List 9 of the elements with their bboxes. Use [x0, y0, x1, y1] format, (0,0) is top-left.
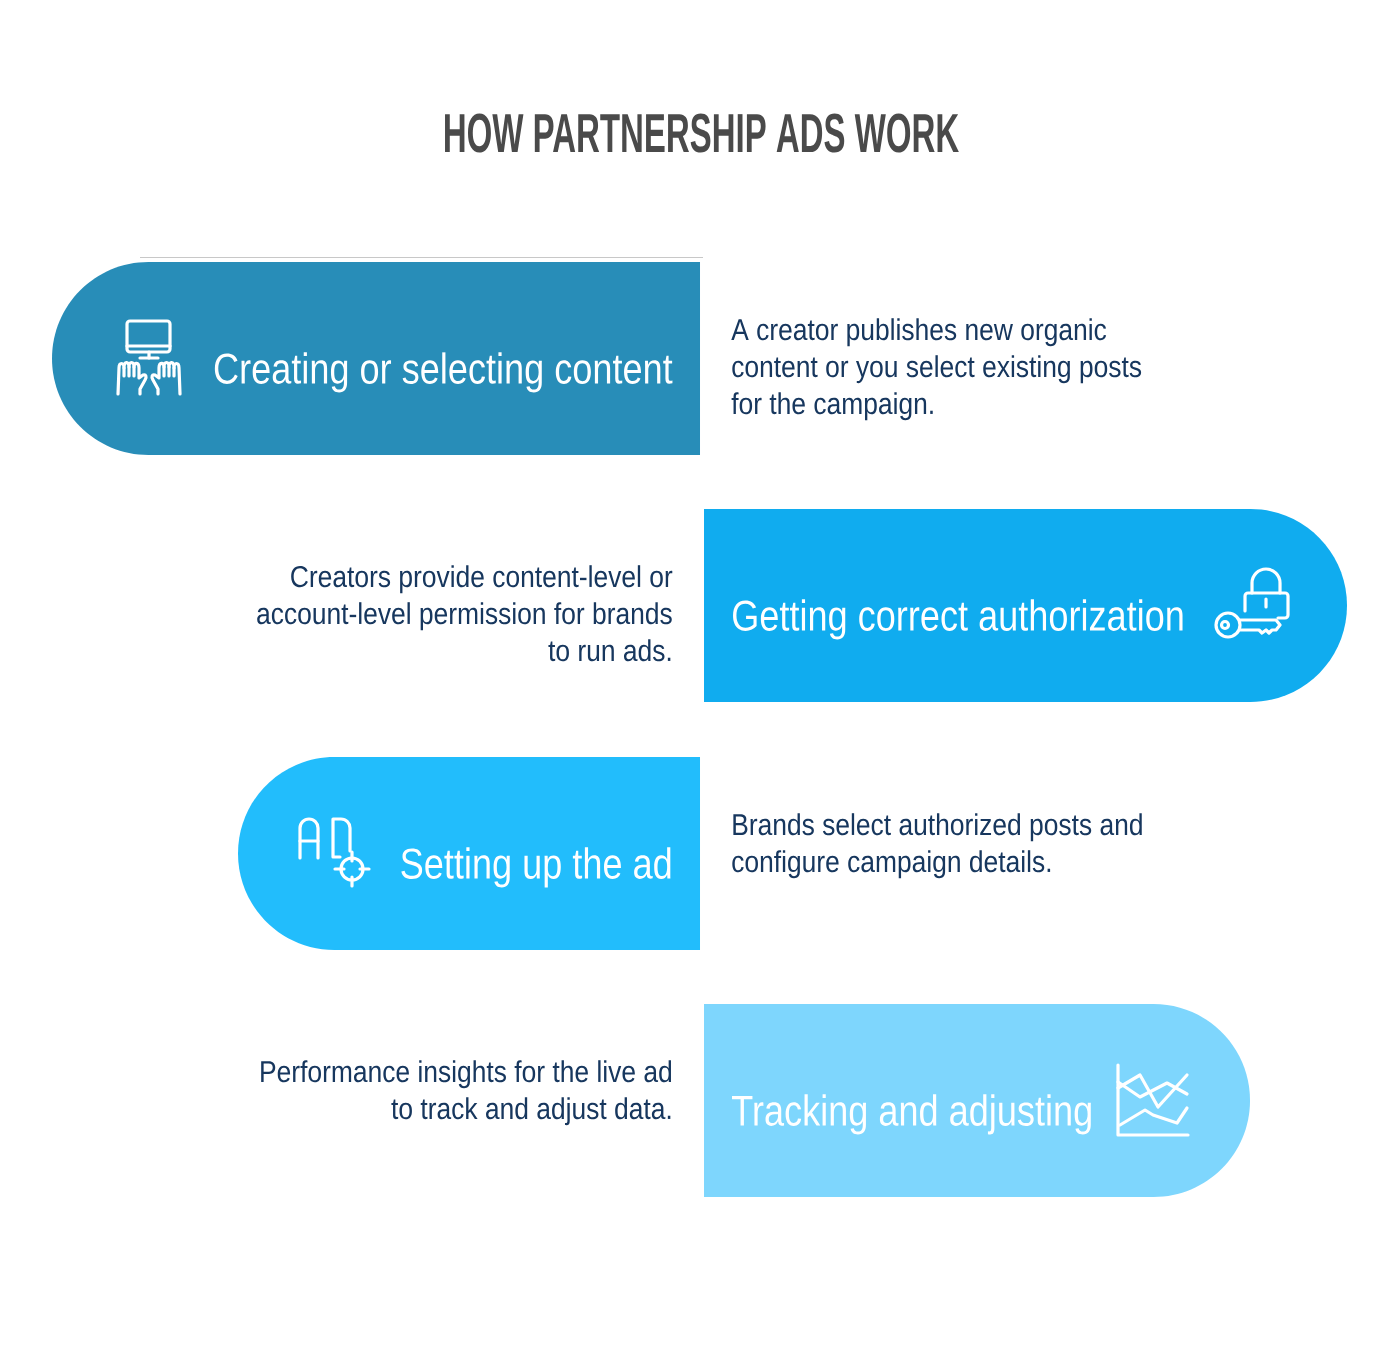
step-band: Setting up the ad [238, 757, 700, 950]
description-text: Creators provide content-level or account-level permission for brands to run ads. [257, 565, 673, 662]
description-text: Brands select authorized posts and configure campaign details. [732, 813, 1142, 879]
step-band: Getting correct authorization [704, 509, 1347, 702]
step-band: Creating or selecting content [52, 262, 700, 455]
step-band: Tracking and adjusting [704, 1004, 1250, 1197]
description-text: Performance insights for the live ad to track and adjust data. [261, 1060, 672, 1126]
description-text: A creator publishes new organic content or you select existing posts for the campaign. [731, 318, 1142, 421]
title: HOW PARTNERSHIP ADS WORK [445, 113, 959, 153]
